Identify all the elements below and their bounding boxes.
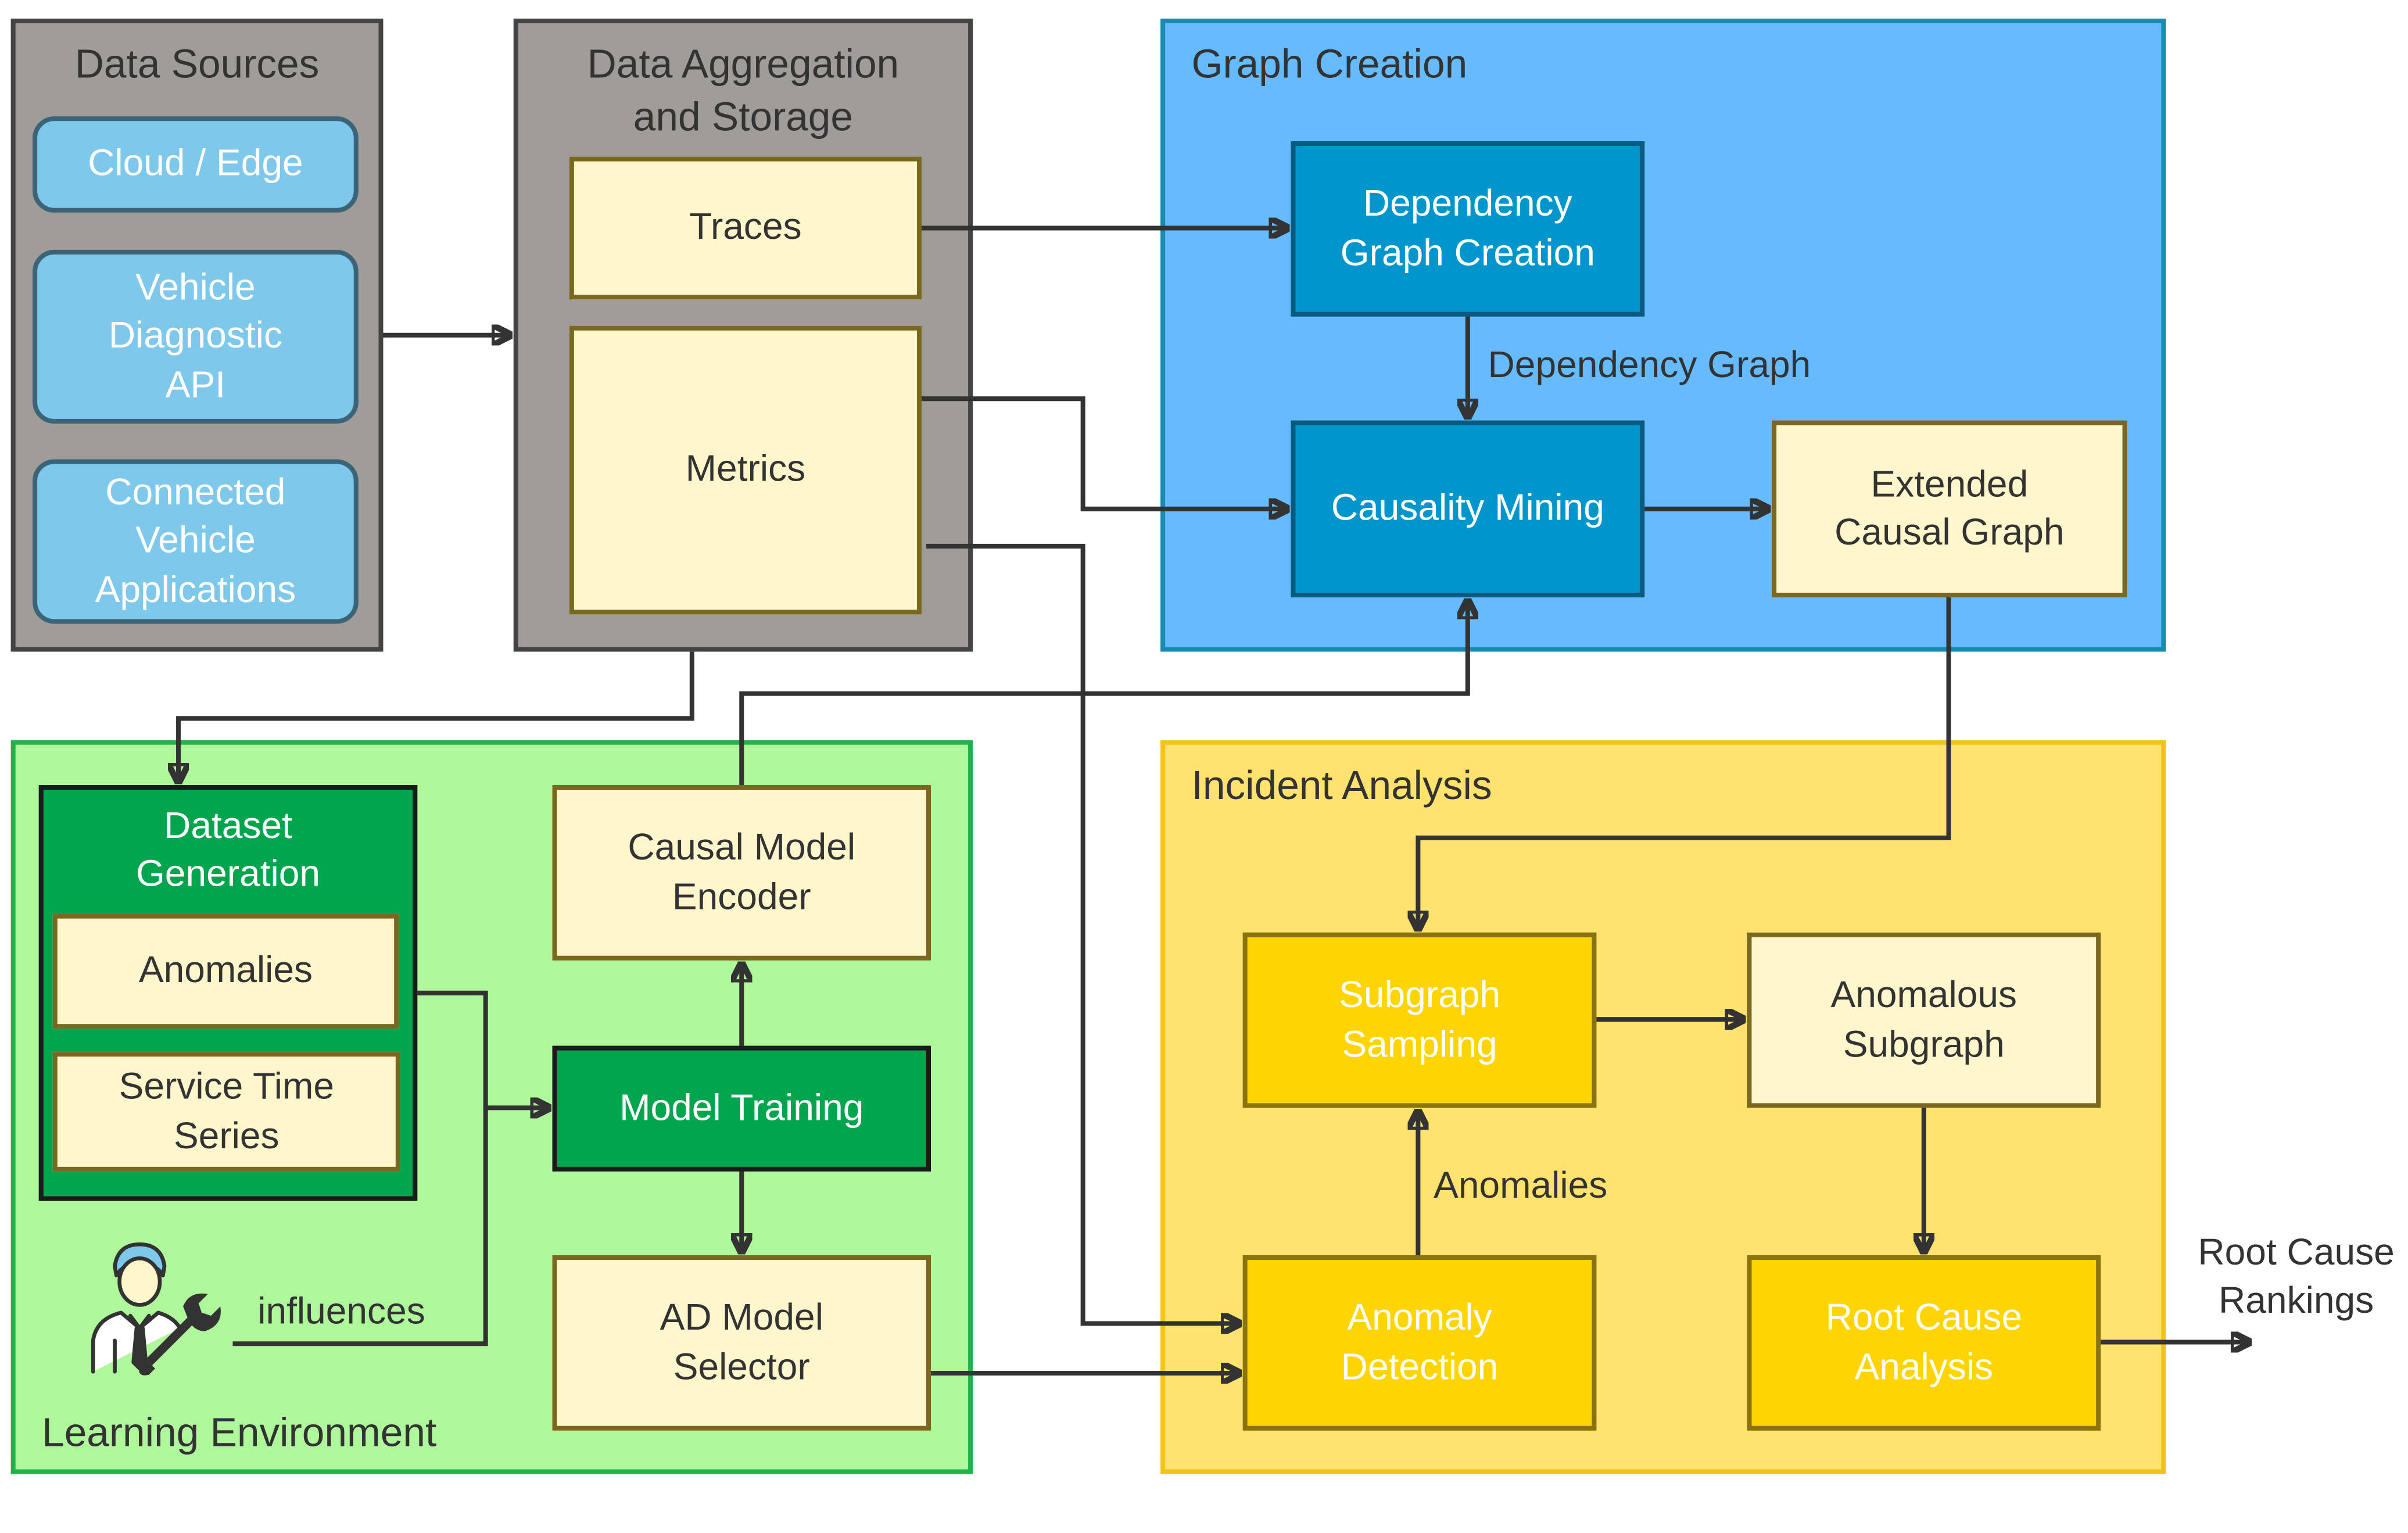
engineer-icon: [81, 1238, 236, 1378]
data-sources-title: Data Sources: [74, 40, 320, 87]
extended-causal-graph-node: Extended Causal Graph: [1772, 420, 2127, 597]
encoder-to-causality-arrow: [739, 600, 1468, 786]
connected-vehicle-apps-node: Connected Vehicle Applications: [33, 459, 359, 624]
vehicle-diagnostic-api-node: Vehicle Diagnostic API: [33, 249, 359, 424]
learning-title: Learning Environment: [42, 1409, 437, 1456]
aggregation-title: Data Aggregation and Storage: [587, 40, 900, 139]
influences-line: [232, 1108, 488, 1346]
anomalies-edge-label: Anomalies: [1434, 1165, 1608, 1208]
ad-model-selector-node: AD Model Selector: [552, 1255, 931, 1431]
anomaly-detection-node: Anomaly Detection: [1242, 1255, 1597, 1431]
anomalies-dataset-node: Anomalies: [52, 914, 399, 1029]
service-time-series-node: Service Time Series: [52, 1052, 400, 1172]
extended-to-sampling-arrow: [1418, 597, 1951, 929]
graph-creation-title: Graph Creation: [1191, 40, 1468, 87]
dependency-graph-label: Dependency Graph: [1488, 344, 1811, 386]
metrics-node: Metrics: [569, 325, 922, 615]
metrics-to-causality-arrow: [921, 396, 1288, 509]
dataset-generation-label: Dataset Generation: [135, 805, 321, 896]
causality-mining-node: Causality Mining: [1291, 420, 1645, 597]
causal-model-encoder-node: Causal Model Encoder: [552, 785, 931, 961]
cloud-edge-node: Cloud / Edge: [33, 116, 359, 213]
influences-label: influences: [257, 1291, 425, 1333]
model-training-node: Model Training: [552, 1045, 931, 1172]
root-cause-rankings-label: Root Cause Rankings: [2198, 1231, 2395, 1323]
incident-title: Incident Analysis: [1191, 761, 1492, 809]
dataset-to-training-arrow: [417, 990, 549, 1108]
storage-to-dataset-arrow: [178, 651, 694, 782]
root-cause-analysis-node: Root Cause Analysis: [1747, 1255, 2101, 1431]
subgraph-sampling-node: Subgraph Sampling: [1242, 932, 1597, 1108]
dependency-graph-creation-node: Dependency Graph Creation: [1291, 141, 1645, 317]
anomalous-subgraph-node: Anomalous Subgraph: [1747, 932, 2101, 1108]
traces-node: Traces: [569, 156, 922, 300]
metrics-to-anomaly-detection-arrow: [926, 543, 1239, 1324]
